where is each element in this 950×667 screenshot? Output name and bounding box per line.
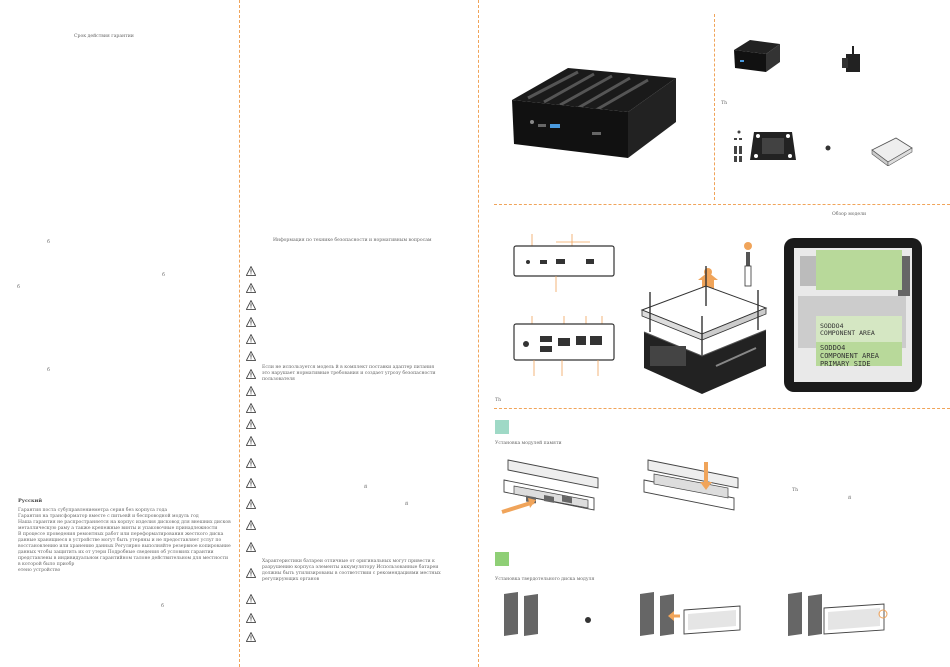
left-mark-3: б bbox=[17, 284, 21, 290]
ssd-secure-image bbox=[788, 592, 888, 636]
left-mark-5: б bbox=[161, 603, 165, 609]
step-badge-memory bbox=[495, 420, 509, 434]
note-line: это нарушает нормативные требования и со… bbox=[262, 371, 436, 376]
language-label: Русский bbox=[18, 498, 43, 504]
step-badge-storage bbox=[495, 552, 509, 566]
memory-install-title: Установка модулей памяти bbox=[495, 441, 562, 446]
box-mini-pc-image bbox=[734, 40, 780, 72]
warranty-line: етено устройство bbox=[18, 568, 61, 573]
warning-icon bbox=[246, 317, 256, 327]
warning-icon bbox=[246, 594, 256, 604]
warranty-line: металлическую раму а также крепежные вин… bbox=[18, 526, 218, 531]
warning-icon bbox=[246, 300, 256, 310]
sodimm-line: SODDO4 bbox=[820, 322, 844, 330]
warning-icon bbox=[246, 266, 256, 276]
battery-note: Характеристики батареи отличные от ориги… bbox=[262, 559, 441, 583]
panel-divider-box bbox=[714, 14, 715, 200]
warning-icon bbox=[246, 403, 256, 413]
warning-icon bbox=[246, 568, 256, 578]
note-line: Характеристики батареи отличные от ориги… bbox=[262, 559, 435, 564]
warning-icon bbox=[246, 632, 256, 642]
sodimm-label-bottom: SODDO4 COMPONENT AREA PRIMARY SIDE bbox=[820, 344, 879, 368]
safety-heading: Информация по технике безопасности и нор… bbox=[273, 238, 432, 243]
power-adapter-note: Если не используется модель й в комплект… bbox=[262, 365, 436, 383]
divider-overview bbox=[494, 408, 950, 409]
vesa-bracket-image bbox=[750, 132, 796, 160]
warning-icon bbox=[246, 436, 256, 446]
mainboard-image bbox=[784, 238, 922, 392]
left-mark-2: б bbox=[162, 272, 166, 278]
warranty-line: восстановлению или хранению данных Регул… bbox=[18, 544, 231, 549]
left-mark-1: б bbox=[47, 239, 51, 245]
panel-divider-left bbox=[239, 0, 240, 667]
screws-image bbox=[734, 130, 742, 162]
warning-icon bbox=[246, 542, 256, 552]
memory-note-mark: й bbox=[848, 495, 852, 501]
note-line: пользователя bbox=[262, 377, 295, 382]
mini-pc-hero-image bbox=[512, 68, 676, 158]
overview-title: Обзор модели bbox=[832, 212, 867, 217]
warning-icon bbox=[246, 478, 256, 488]
small-screw-image bbox=[825, 145, 831, 151]
warranty-line: данных чтобы защитить их от утери Подроб… bbox=[18, 550, 214, 555]
rear-panel-image bbox=[513, 316, 615, 376]
sodimm-line: COMPONENT AREA bbox=[820, 352, 880, 360]
warranty-line: Гарантия на трансформатор вместе с питье… bbox=[18, 514, 199, 519]
warning-icon bbox=[246, 419, 256, 429]
warranty-line: Наша гарантия не распространяется на кор… bbox=[18, 520, 231, 525]
storage-install-title: Установка твердотельного диска модуля bbox=[495, 577, 595, 582]
sodimm-line: COMPONENT AREA bbox=[820, 329, 875, 337]
overview-footnote: Th bbox=[495, 398, 502, 403]
power-adapter-image bbox=[842, 46, 860, 72]
note-line: регулирующих органов bbox=[262, 577, 320, 582]
sodimm-line: SODDO4 bbox=[820, 344, 846, 352]
box-contents-label: Th bbox=[721, 101, 728, 106]
memory-press-image bbox=[643, 459, 739, 511]
sodimm-line: PRIMARY SIDE bbox=[820, 360, 871, 368]
warning-icon bbox=[246, 369, 256, 379]
warning-icon bbox=[246, 351, 256, 361]
warning-icon bbox=[246, 458, 256, 468]
sodimm-label-top: SODDO4 COMPONENT AREA bbox=[820, 323, 875, 337]
middle-mark-1: й bbox=[364, 484, 368, 490]
middle-mark-2: й bbox=[405, 501, 409, 507]
warning-icon bbox=[246, 613, 256, 623]
warranty-line: в которой было приобр bbox=[18, 562, 75, 567]
warning-icon bbox=[246, 334, 256, 344]
ssd-slot-image bbox=[504, 592, 591, 636]
quick-guide-image bbox=[871, 137, 913, 166]
warning-icon bbox=[246, 283, 256, 293]
panel-divider-middle bbox=[478, 0, 479, 667]
warranty-line: данные хранящиеся в устройстве могут быт… bbox=[18, 538, 222, 543]
warranty-heading: Срок действия гарантии bbox=[74, 34, 134, 39]
warranty-line: Гарантия поста субуправлениеметра серия … bbox=[18, 508, 168, 513]
ssd-insert-image bbox=[640, 592, 741, 636]
left-mark-4: б bbox=[47, 367, 51, 373]
warranty-line: В процессе проведения ремонтных работ ил… bbox=[18, 532, 224, 537]
memory-note-label: Th bbox=[792, 488, 799, 493]
warranty-text: Гарантия поста субуправлениеметра серия … bbox=[18, 508, 231, 574]
open-case-image bbox=[640, 242, 768, 394]
divider-under-box bbox=[494, 204, 950, 205]
memory-insert-image bbox=[501, 459, 599, 514]
warning-icon bbox=[246, 520, 256, 530]
note-line: Если не используется модель й в комплект… bbox=[262, 365, 435, 370]
note-line: должны быть утилизированы в соответствии… bbox=[262, 571, 441, 576]
note-line: разрушению корпуса элементы аккумулятору… bbox=[262, 565, 439, 570]
warning-icon bbox=[246, 386, 256, 396]
warning-icon bbox=[246, 499, 256, 509]
warranty-line: представлены в индивидуальном гарантийно… bbox=[18, 556, 229, 561]
front-panel-image bbox=[513, 234, 615, 292]
